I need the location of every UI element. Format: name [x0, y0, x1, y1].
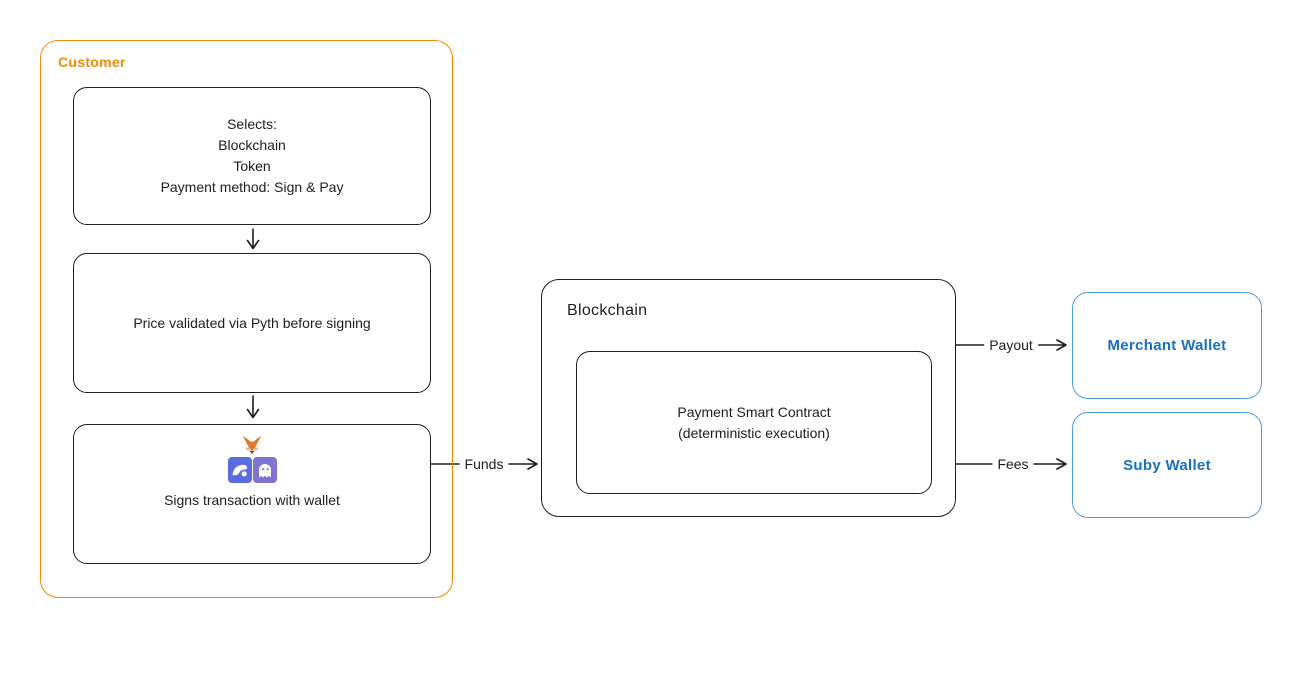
step-price-validation-node: Price validated via Pyth before signing: [73, 253, 431, 393]
payment-smart-contract-text: Payment Smart Contract (deterministic ex…: [677, 403, 831, 441]
metamask-fox-icon: [242, 435, 262, 454]
step-sign-transaction-text: Signs transaction with wallet: [164, 492, 340, 508]
merchant-wallet-node: Merchant Wallet: [1072, 292, 1262, 399]
suby-wallet-node: Suby Wallet: [1072, 412, 1262, 518]
step-sign-transaction-node: Signs transaction with wallet: [73, 424, 431, 564]
fees-flow-label: Fees: [992, 456, 1034, 472]
suby-wallet-label: Suby Wallet: [1123, 456, 1211, 474]
merchant-wallet-label: Merchant Wallet: [1107, 337, 1227, 354]
phantom-ghost-icon: [252, 457, 277, 483]
step-price-validation-text: Price validated via Pyth before signing: [133, 314, 371, 331]
rabby-rabbit-icon: [227, 457, 252, 483]
blockchain-group-label: Blockchain: [567, 302, 648, 319]
payout-flow-label: Payout: [984, 337, 1038, 353]
step-selects-text: Selects: Blockchain Token Payment method…: [160, 116, 344, 195]
blockchain-group: Blockchain Payment Smart Contract (deter…: [541, 279, 956, 517]
funds-flow-label: Funds: [459, 456, 509, 472]
payment-smart-contract-node: Payment Smart Contract (deterministic ex…: [576, 351, 932, 494]
customer-group: Customer Selects: Blockchain Token Payme…: [40, 40, 453, 598]
customer-group-label: Customer: [58, 54, 126, 70]
step-selects-node: Selects: Blockchain Token Payment method…: [73, 87, 431, 225]
wallet-icons-row: [227, 457, 277, 483]
